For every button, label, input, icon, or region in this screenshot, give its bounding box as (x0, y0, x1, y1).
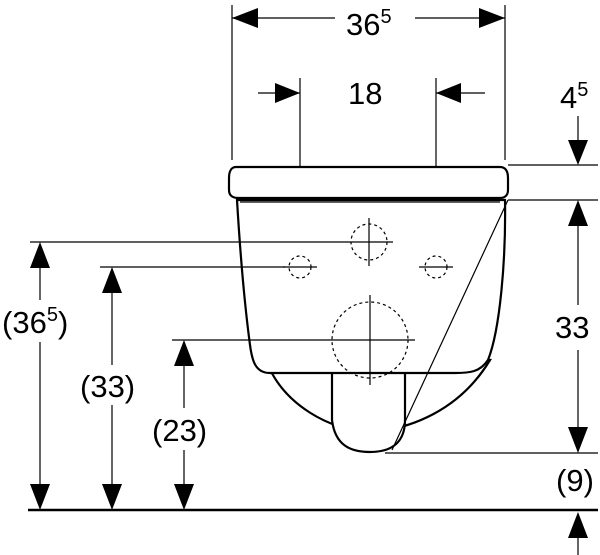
seat-arrow-down (568, 140, 588, 165)
bowl-height-arrow-up (568, 200, 588, 226)
toilet-outline (227, 165, 510, 454)
outlet-pipe (330, 372, 407, 454)
arrow-left (232, 8, 258, 28)
outlet-height-value: (23) (152, 413, 207, 448)
outlet-height-arrow-up (174, 340, 194, 366)
bowl-height-arrow-down (568, 427, 588, 453)
bowl-body (235, 198, 507, 375)
inlet-arrow-right (436, 83, 461, 103)
toilet-seat (227, 165, 510, 200)
floor (28, 508, 598, 555)
inlet-arrow-left (275, 83, 300, 103)
mid-height-value: (33) (80, 369, 135, 404)
connection-points (283, 218, 453, 385)
top-height-arrow-down (30, 484, 50, 510)
top-height-value: (365) (2, 304, 68, 340)
mid-height-arrow-down (102, 484, 122, 510)
rear-profile-line (391, 199, 509, 451)
floor-gap-value: (9) (556, 463, 594, 498)
bowl-height-value: 33 (555, 310, 589, 345)
right-bowl-height-dimension: 33 (9) (385, 200, 598, 498)
left-height-dimensions: (365) (33) (23) (2, 241, 345, 510)
arrow-right (479, 8, 505, 28)
width-dimension: 365 (231, 5, 506, 160)
width-value: 365 (346, 6, 392, 42)
mid-height-arrow-up (102, 267, 122, 293)
seat-thickness-dimension: 45 (508, 79, 598, 201)
top-height-arrow-up (30, 242, 50, 268)
seat-thickness-value: 45 (560, 79, 588, 115)
outlet-height-arrow-down (174, 484, 194, 510)
inlet-spacing-value: 18 (348, 76, 382, 111)
floor-gap-arrow-up (568, 512, 588, 538)
